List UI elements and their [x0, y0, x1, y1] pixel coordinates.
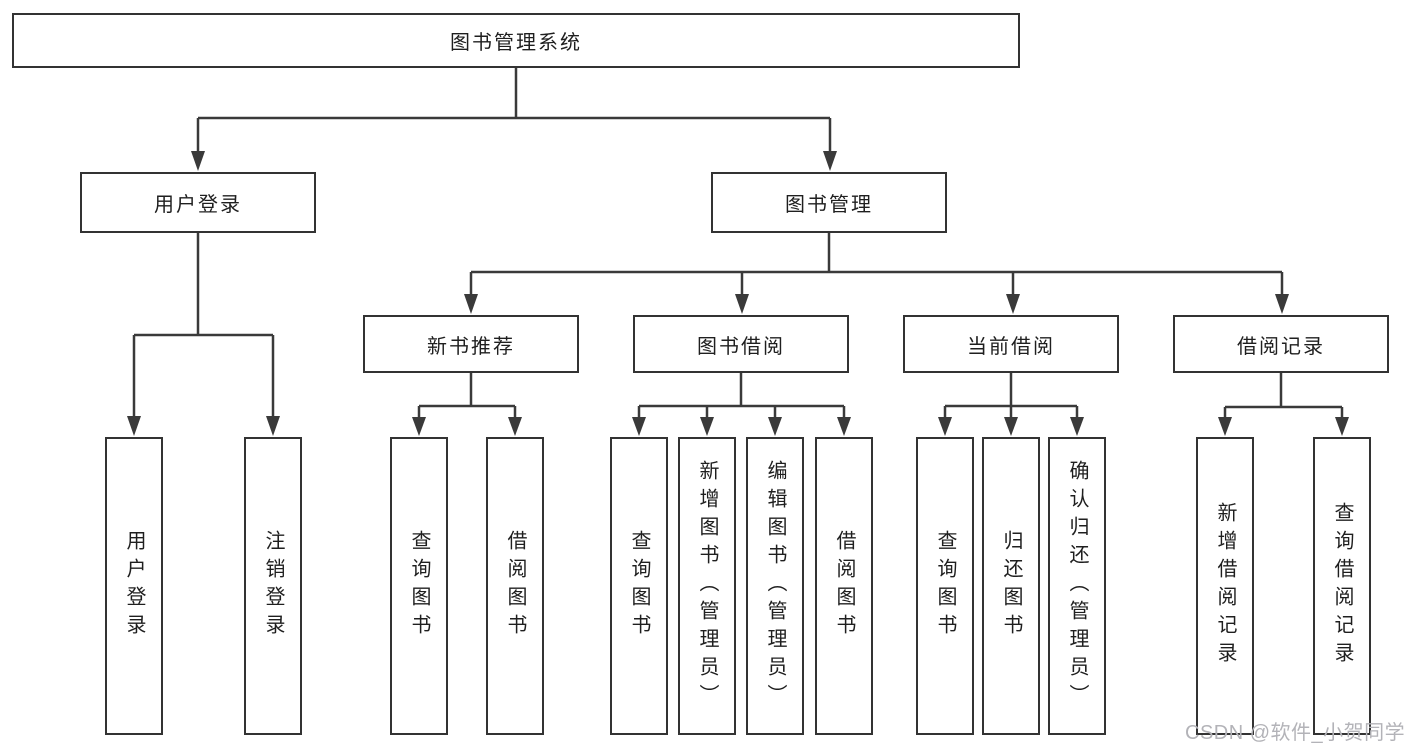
- node-library-management-system: 图书管理系统: [12, 13, 1020, 68]
- leaf-edit-books-admin: 编辑图书（管理员）: [746, 437, 804, 735]
- connector-currentborrow-to-leaves: [943, 373, 1079, 420]
- connector-bookmgmt-to-level3: [469, 233, 1284, 296]
- leaf-query-books-current: 查询图书: [916, 437, 974, 735]
- node-book-management-branch: 图书管理: [711, 172, 947, 233]
- node-borrowing-records: 借阅记录: [1173, 315, 1389, 373]
- leaf-borrow-books-borrowing: 借阅图书: [815, 437, 873, 735]
- leaf-query-books-borrowing: 查询图书: [610, 437, 668, 735]
- arrowheads-newbook-leaves: [412, 417, 522, 436]
- arrowheads-currentborrow-leaves: [938, 417, 1084, 436]
- leaf-borrow-books-recommend: 借阅图书: [486, 437, 544, 735]
- connector-userlogin-to-leaves: [132, 233, 275, 418]
- leaf-add-borrow-record: 新增借阅记录: [1196, 437, 1254, 735]
- leaf-logout-login: 注销登录: [244, 437, 302, 735]
- arrowheads-level2: [191, 151, 837, 171]
- node-user-login-branch: 用户登录: [80, 172, 316, 233]
- connector-newbook-to-leaves: [417, 373, 517, 420]
- arrowheads-records-leaves: [1218, 417, 1349, 436]
- leaf-return-books: 归还图书: [982, 437, 1040, 735]
- arrowheads-level3: [464, 294, 1289, 314]
- arrowheads-bookborrow-leaves: [632, 417, 851, 436]
- connector-root-to-level2: [196, 68, 832, 153]
- leaf-query-books-recommend: 查询图书: [390, 437, 448, 735]
- connector-bookborrow-to-leaves: [637, 373, 846, 420]
- node-current-borrowing: 当前借阅: [903, 315, 1119, 373]
- leaf-confirm-return-admin: 确认归还（管理员）: [1048, 437, 1106, 735]
- leaf-user-login: 用户登录: [105, 437, 163, 735]
- connector-records-to-leaves: [1223, 373, 1344, 420]
- node-new-book-recommend: 新书推荐: [363, 315, 579, 373]
- leaf-add-books-admin: 新增图书（管理员）: [678, 437, 736, 735]
- csdn-watermark: CSDN @软件_小贺同学: [1185, 722, 1405, 744]
- leaf-query-borrow-record: 查询借阅记录: [1313, 437, 1371, 735]
- arrowheads-userlogin-leaves: [127, 416, 280, 436]
- node-book-borrowing: 图书借阅: [633, 315, 849, 373]
